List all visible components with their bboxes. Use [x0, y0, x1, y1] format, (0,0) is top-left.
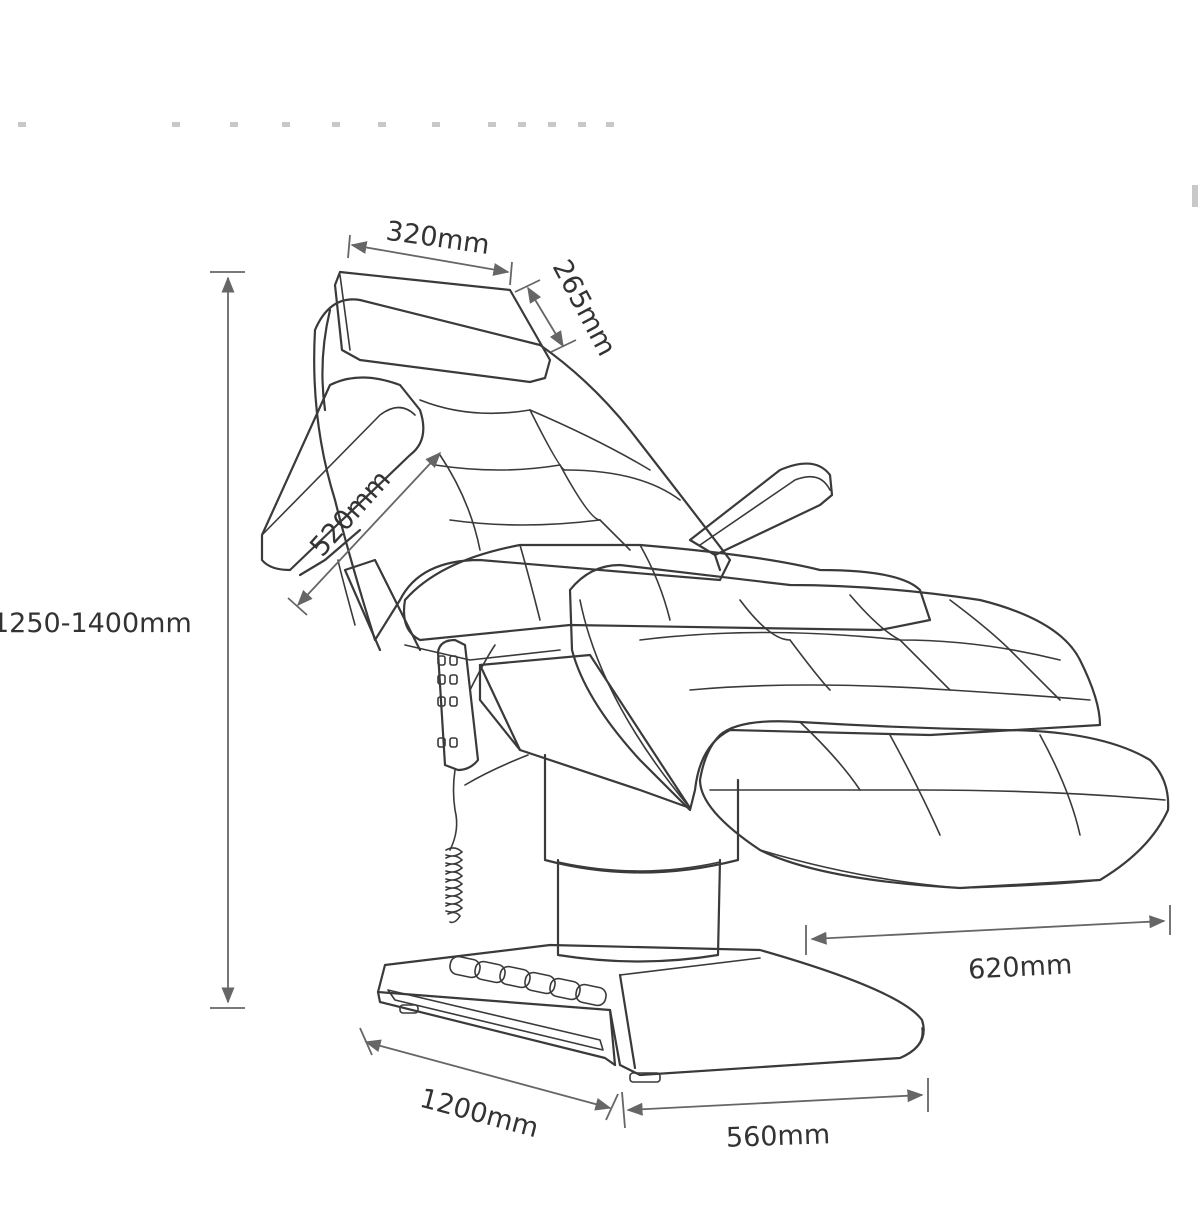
leg-section — [568, 563, 1102, 812]
remote-control — [436, 638, 529, 851]
label-1250-1400mm: 1250-1400mm — [0, 608, 192, 639]
foot-pedals — [449, 955, 607, 1007]
dim-height: 1250-1400mm — [0, 271, 245, 1009]
dim-base-width: 560mm — [621, 1078, 929, 1154]
dim-headrest-length: 265mm — [514, 255, 622, 362]
seat-cushion — [402, 543, 932, 642]
footrest-cushion — [698, 720, 1170, 890]
coiled-cord — [445, 847, 463, 924]
lift-column — [543, 753, 740, 963]
dim-leg-width: 620mm — [805, 905, 1171, 986]
top-dot-row — [18, 122, 614, 127]
headrest — [333, 270, 552, 384]
edge-mark — [1192, 185, 1198, 207]
chair-base — [376, 943, 925, 1083]
dim-armrest-length: 520mm — [287, 451, 442, 616]
right-armrest — [688, 462, 834, 572]
dim-base-length: 1200mm — [359, 1027, 619, 1144]
label-620mm: 620mm — [967, 949, 1073, 985]
label-560mm: 560mm — [725, 1119, 830, 1154]
label-265mm: 265mm — [546, 255, 622, 362]
seat-frame — [337, 558, 692, 810]
label-1200mm: 1200mm — [417, 1083, 542, 1144]
